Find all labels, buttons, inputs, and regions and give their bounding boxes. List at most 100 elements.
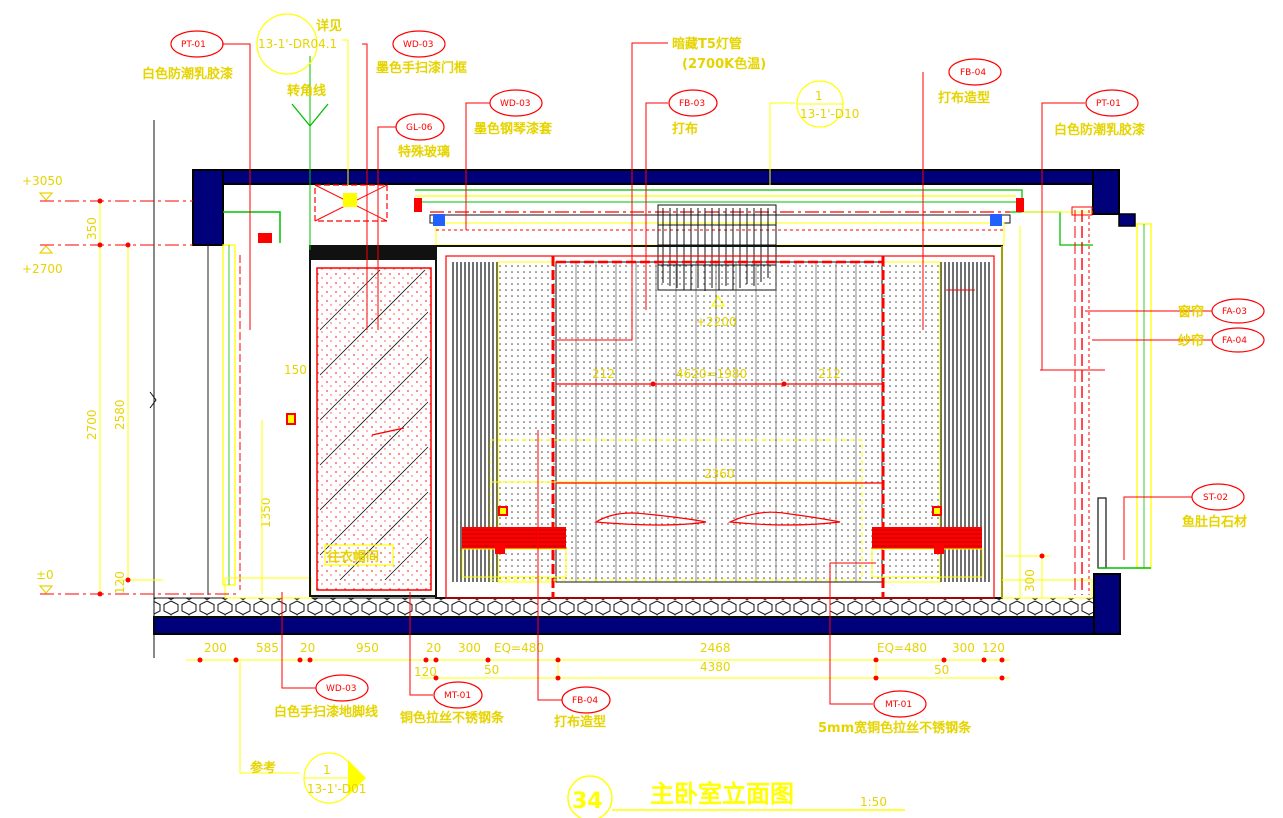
tag-gl-06: GL-06 特殊玻璃	[395, 113, 450, 160]
svg-text:鱼肚白石材: 鱼肚白石材	[1182, 514, 1247, 530]
svg-text:212: 212	[818, 367, 841, 381]
svg-text:FA-03: FA-03	[1222, 307, 1247, 317]
svg-text:120: 120	[414, 665, 437, 679]
hidden-light-note: 暗藏T5灯管	[672, 36, 742, 52]
tag-mt-01-right: MT-01 5mm宽铜色拉丝不锈钢条	[818, 690, 972, 736]
tag-fa-03: FA-03 窗帘	[1178, 298, 1265, 324]
tag-wd-03-door-frame: WD-03 墨色手扫漆门框	[376, 30, 467, 76]
svg-text:白色防潮乳胶漆: 白色防潮乳胶漆	[1054, 122, 1145, 138]
title-number: 34	[572, 789, 603, 814]
title-number-circle	[567, 775, 613, 818]
detail-ref-circle	[256, 13, 318, 75]
svg-text:300: 300	[458, 641, 481, 655]
ref-d10-num: 1	[815, 89, 823, 103]
svg-text:EQ=480: EQ=480	[494, 641, 544, 655]
dim-2700: 2700	[85, 409, 99, 440]
svg-text:墨色手扫漆门框: 墨色手扫漆门框	[376, 60, 467, 76]
bedhead-wall	[435, 245, 1003, 599]
svg-text:+2200: +2200	[696, 315, 737, 329]
svg-text:MT-01: MT-01	[444, 691, 471, 701]
wardrobe-door-panel	[316, 267, 432, 591]
svg-text:特殊玻璃: 特殊玻璃	[398, 144, 450, 160]
leader-lines	[222, 39, 1212, 774]
level-markers: +3050 +2700 ±0	[22, 174, 236, 595]
svg-text:PT-01: PT-01	[1096, 99, 1121, 109]
left-column	[192, 169, 224, 246]
svg-text:20: 20	[300, 641, 315, 655]
tag-wd-03-skirting: WD-03 白色手扫漆地脚线	[274, 674, 378, 720]
tag-fa-04: FA-04 纱帘	[1178, 327, 1265, 353]
dim-1350: 1350	[259, 497, 273, 528]
right-wall	[1001, 206, 1152, 599]
svg-text:950: 950	[356, 641, 379, 655]
svg-text:212: 212	[592, 367, 615, 381]
svg-text:纱帘: 纱帘	[1178, 333, 1204, 349]
svg-text:打布造型: 打布造型	[554, 714, 606, 730]
tag-pt-01-left: PT-01 白色防潮乳胶漆	[142, 30, 233, 82]
level-2700: +2700	[22, 244, 193, 276]
vertical-dimensions: 350 2700 2580 1350 120 150 300	[85, 198, 1050, 598]
light-temp-note: (2700K色温)	[682, 56, 766, 72]
svg-text:WD-03: WD-03	[403, 40, 434, 50]
svg-text:GL-06: GL-06	[406, 123, 433, 133]
tag-mt-01-left: MT-01 铜色拉丝不锈钢条	[399, 681, 505, 726]
ref-d01: 参考 1 13-1'-D01	[250, 752, 366, 804]
svg-text:±0: ±0	[36, 568, 54, 582]
svg-text:20: 20	[426, 641, 441, 655]
tag-wd-03-piano: WD-03 墨色钢琴漆套	[474, 89, 553, 137]
detail-ref: 13-1'-DR04.1	[258, 37, 337, 51]
material-tags: PT-01 白色防潮乳胶漆 WD-03 墨色手扫漆门框 GL-06 特殊玻璃 W…	[142, 30, 1265, 736]
svg-text:EQ=480: EQ=480	[877, 641, 927, 655]
dim-2580: 2580	[113, 399, 127, 430]
svg-text:WD-03: WD-03	[500, 99, 531, 109]
svg-text:铜色拉丝不锈钢条: 铜色拉丝不锈钢条	[399, 710, 505, 726]
svg-text:白色手扫漆地脚线: 白色手扫漆地脚线	[274, 704, 378, 720]
svg-text:5mm宽铜色拉丝不锈钢条: 5mm宽铜色拉丝不锈钢条	[818, 720, 972, 736]
ref-d10: 13-1'-D10	[800, 107, 859, 121]
title-block: 34 主卧室立面图 1:50	[567, 775, 905, 818]
svg-text:PT-01: PT-01	[181, 40, 206, 50]
dim-300: 300	[1023, 569, 1037, 592]
right-column	[1092, 169, 1120, 215]
bed-dimensions: 212 4620=1980 212 2360 +2200	[592, 315, 841, 481]
tag-pt-01-right: PT-01 白色防潮乳胶漆	[1054, 89, 1145, 138]
svg-text:50: 50	[934, 663, 949, 677]
centre-fabric-panel	[555, 261, 883, 583]
svg-text:+2700: +2700	[22, 262, 63, 276]
svg-text:120: 120	[982, 641, 1005, 655]
tag-fb-03: FB-03 打布	[668, 89, 718, 137]
svg-text:墨色钢琴漆套: 墨色钢琴漆套	[474, 121, 553, 137]
tag-st-02: ST-02 鱼肚白石材	[1182, 483, 1247, 530]
tag-fb-04-bottom: FB-04 打布造型	[554, 686, 611, 730]
level-3050: +3050	[22, 174, 193, 202]
see-detail: 详见	[316, 18, 342, 34]
dim-150: 150	[284, 363, 307, 377]
svg-text:打布: 打布	[672, 121, 698, 137]
svg-text:FB-04: FB-04	[572, 696, 598, 706]
svg-text:4620=1980: 4620=1980	[676, 367, 747, 381]
svg-text:打布造型: 打布造型	[938, 90, 990, 106]
left-bedside-band	[462, 527, 566, 549]
svg-text:+3050: +3050	[22, 174, 63, 188]
svg-text:FB-03: FB-03	[679, 99, 705, 109]
svg-text:300: 300	[952, 641, 975, 655]
svg-text:2360: 2360	[704, 467, 735, 481]
right-bedside-band	[872, 527, 982, 549]
svg-text:1: 1	[323, 763, 331, 777]
floor-finish	[153, 597, 1095, 618]
svg-text:200: 200	[204, 641, 227, 655]
ceiling-slab	[192, 169, 1094, 185]
svg-text:参考: 参考	[250, 760, 276, 776]
svg-text:白色防潮乳胶漆: 白色防潮乳胶漆	[142, 66, 233, 82]
dim-120: 120	[113, 571, 127, 594]
svg-text:FB-04: FB-04	[960, 68, 986, 78]
svg-text:4380: 4380	[700, 660, 731, 674]
dim-350: 350	[85, 217, 99, 240]
floor-slab	[153, 616, 1095, 635]
structure	[153, 120, 1136, 658]
bottom-dimensions: 200 585 20 950 20 300 EQ=480 2468 EQ=480…	[186, 641, 1010, 681]
right-wall-base	[1093, 573, 1121, 635]
svg-text:WD-03: WD-03	[326, 684, 357, 694]
svg-text:FA-04: FA-04	[1222, 336, 1247, 346]
svg-text:585: 585	[256, 641, 279, 655]
